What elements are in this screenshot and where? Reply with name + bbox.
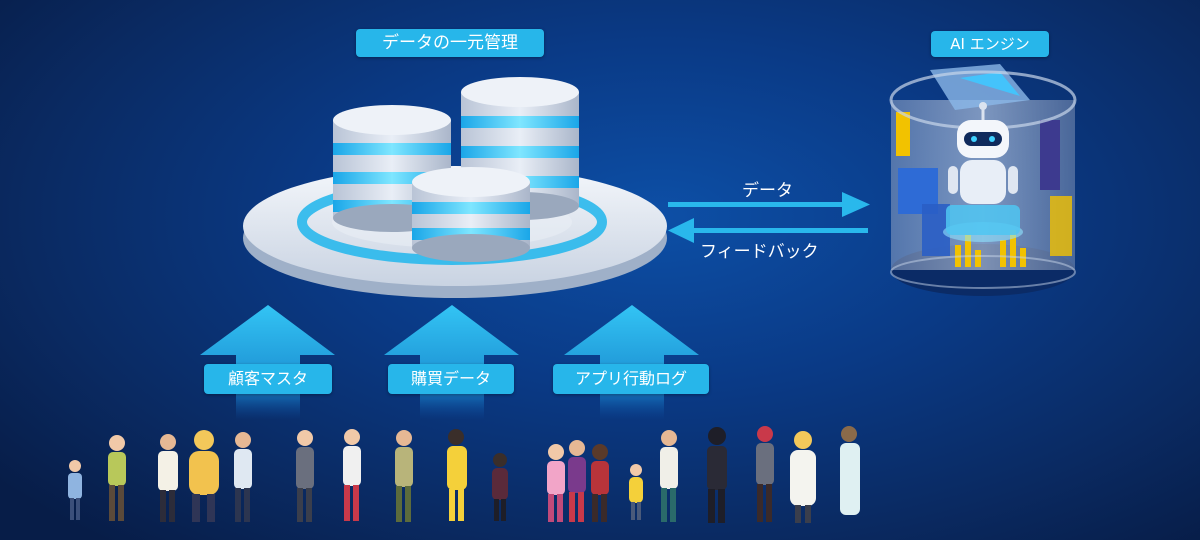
person-icon [568, 440, 586, 522]
central-data-management-label: データの一元管理 [356, 29, 544, 57]
person-icon [756, 426, 774, 522]
person-icon [629, 464, 643, 520]
arrow-up-icon [564, 305, 699, 420]
person-icon [660, 430, 678, 522]
person-icon [343, 429, 361, 521]
arrow-right-icon [668, 192, 870, 217]
person-icon [591, 444, 609, 522]
source-label-purchase-data: 購買データ [388, 364, 514, 394]
person-icon [447, 429, 467, 521]
person-icon [68, 460, 82, 520]
data-flow-label: データ [742, 181, 793, 201]
crowd [68, 426, 860, 523]
ai-engine-label: AI エンジン [931, 31, 1049, 57]
person-icon [108, 435, 126, 521]
arrow-up-icon [384, 305, 519, 420]
person-icon [189, 430, 219, 522]
person-icon [790, 431, 816, 523]
person-icon [840, 426, 860, 515]
arrow-left-icon [668, 218, 868, 243]
person-icon [492, 453, 508, 521]
person-icon [547, 444, 565, 522]
source-label-app-behavior-log: アプリ行動ログ [553, 364, 709, 394]
arrow-up-icon [200, 305, 335, 420]
person-icon [296, 430, 314, 522]
feedback-flow-label: フィードバック [700, 242, 819, 262]
person-icon [158, 434, 178, 522]
person-icon [234, 432, 252, 522]
person-icon [395, 430, 413, 522]
source-label-customer-master: 顧客マスタ [204, 364, 332, 394]
database-icon [333, 77, 579, 262]
robot-icon [889, 64, 1077, 296]
person-icon [707, 427, 727, 523]
